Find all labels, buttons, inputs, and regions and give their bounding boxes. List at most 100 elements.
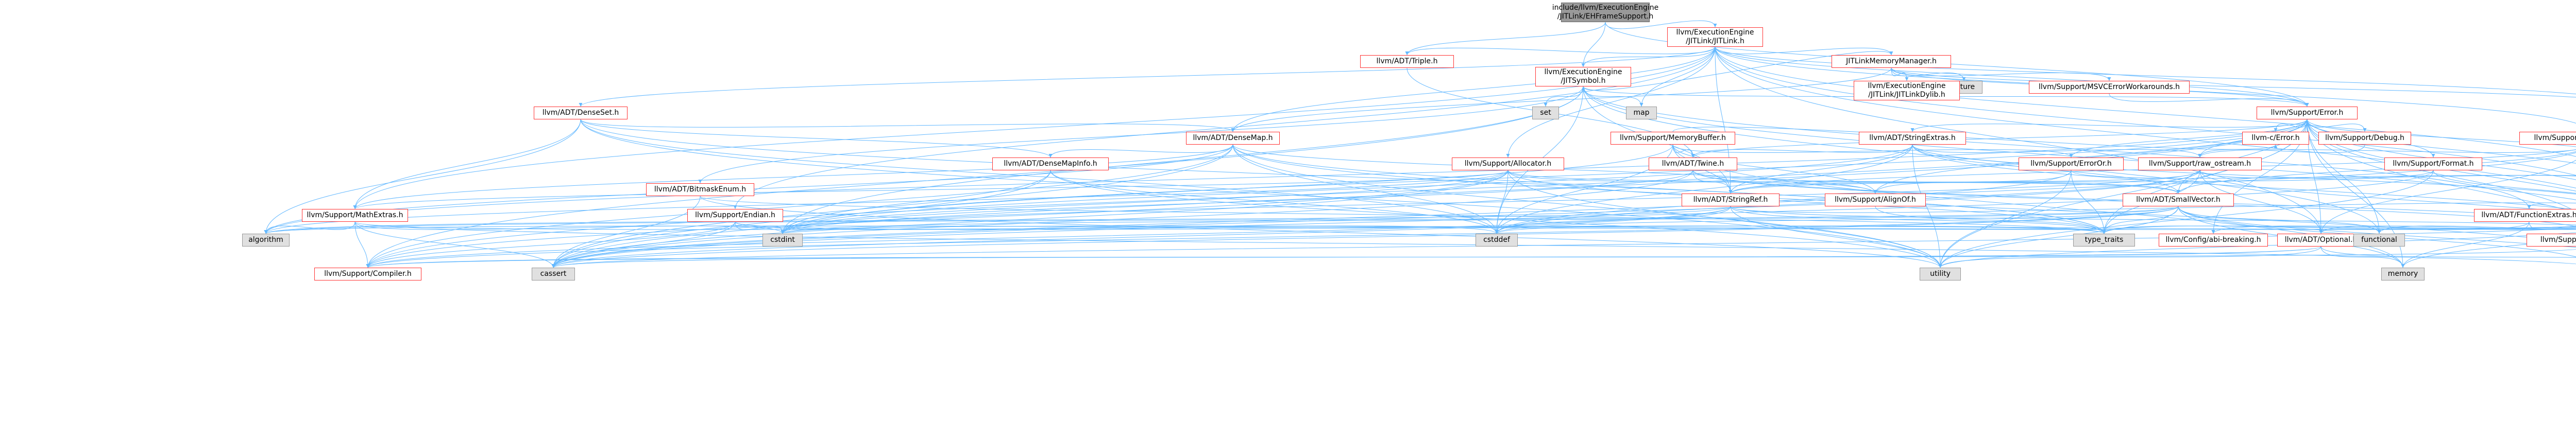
node-label: llvm/ADT/DenseSet.h: [542, 109, 619, 117]
node-label: llvm/Support/MathExtras.h: [307, 211, 403, 219]
edge-jitlink-to-allocator: [1506, 46, 1716, 158]
edge-denseset-to-densemapinfo: [580, 119, 1053, 158]
node-label: map: [1633, 109, 1650, 117]
edge-densemap-to-typetraits: [1232, 144, 2106, 234]
edge-stlextras-to-memorystd: [2401, 239, 2576, 268]
edge-stringref-to-algorithm: [264, 206, 1731, 234]
edge-stlextras-to-functional: [2377, 225, 2576, 234]
edge-densemap-to-cassert: [551, 144, 1233, 268]
node-memorybuffer[interactable]: llvm/Support/MemoryBuffer.h: [1611, 132, 1735, 145]
node-label: functional: [2361, 236, 2397, 244]
edge-jitmm-to-symbol: [1581, 51, 1892, 91]
edge-jitmm-to-memory: [1891, 67, 2576, 98]
node-jitmm[interactable]: JITLinkMemoryManager.h: [1832, 55, 1951, 68]
edge-jitlink-to-stlextras: [1715, 46, 2576, 176]
node-label: llvm/Support/Endian.h: [695, 211, 775, 219]
edge-error-to-systemerror: [2307, 119, 2576, 164]
node-denseset[interactable]: llvm/ADT/DenseSet.h: [534, 107, 628, 119]
node-label: llvm/Support/AlignOf.h: [1835, 196, 1916, 204]
node-label: cassert: [540, 270, 567, 278]
edge-stlextras-to-cstddef: [1495, 225, 2576, 234]
node-jitlinkdylib[interactable]: llvm/ExecutionEngine/JITLink/JITLinkDyli…: [1854, 81, 1960, 100]
node-jitlink[interactable]: llvm/ExecutionEngine/JITLink/JITLink.h: [1667, 27, 1763, 47]
node-compiler[interactable]: llvm/Support/Compiler.h: [314, 268, 421, 280]
node-smallvector[interactable]: llvm/ADT/SmallVector.h: [2123, 194, 2234, 206]
edge-allocator-to-smallvector: [1507, 170, 2180, 194]
node-label: memory: [2387, 270, 2418, 278]
node-functional: functional: [2353, 234, 2405, 247]
edge-smallvector-to-new: [2178, 206, 2576, 248]
edge-jitlink-to-symbol: [1581, 46, 1716, 67]
node-formatvariadic[interactable]: llvm/Support/FormatVariadic.h: [2519, 132, 2576, 145]
edge-stringextras-to-utility: [1912, 144, 1942, 268]
node-label: llvm/Support/Allocator.h: [1464, 160, 1552, 168]
node-functionextras[interactable]: llvm/ADT/FunctionExtras.h: [2474, 209, 2576, 222]
edge-jitlink-to-systemerror: [1715, 46, 2576, 157]
edge-optional-to-memorystd: [2320, 246, 2405, 268]
edge-formatvariadic-to-smallvector: [2176, 151, 2576, 194]
node-label: JITLinkMemoryManager.h: [1846, 57, 1937, 65]
node-triple[interactable]: llvm/ADT/Triple.h: [1360, 55, 1454, 68]
node-map: map: [1626, 107, 1657, 119]
node-cerror[interactable]: llvm-c/Error.h: [2242, 132, 2309, 145]
edge-smallvector-to-utility: [1938, 206, 2179, 268]
edge-smallvector-to-cstdint: [781, 206, 2179, 234]
node-rawostream[interactable]: llvm/Support/raw_ostream.h: [2138, 157, 2262, 170]
edge-formatvariadic-to-rawostream: [2198, 149, 2576, 158]
edge-allocator-to-typetraits: [1507, 170, 2106, 234]
node-stringextras[interactable]: llvm/ADT/StringExtras.h: [1859, 132, 1966, 145]
node-label: llvm/Config/abi-breaking.h: [2165, 236, 2261, 244]
node-optional[interactable]: llvm/ADT/Optional.h: [2277, 234, 2365, 247]
edge-smallvector-to-functional: [2178, 206, 2381, 234]
node-errorstr[interactable]: llvm/Support/ErrorOr.h: [2019, 157, 2124, 170]
edge-denseset-to-mathextras: [353, 119, 581, 209]
node-endian[interactable]: llvm/Support/Endian.h: [687, 209, 783, 222]
node-densemap[interactable]: llvm/ADT/DenseMap.h: [1186, 132, 1280, 145]
edge-rawostream-to-cstdint: [781, 170, 2200, 234]
edge-rawostream-to-systemerror: [2199, 170, 2576, 179]
node-label: /JITLink/JITLinkDylib.h: [1868, 91, 1945, 99]
edge-twine-to-cstdint: [781, 170, 1693, 234]
node-errorhandling[interactable]: llvm/Support/ErrorHandling.h: [2527, 234, 2576, 247]
edge-errorstr-to-typetraits: [2071, 170, 2106, 234]
edge-stringref-to-compiler: [366, 206, 1731, 268]
edge-mathextras-to-algorithm: [264, 221, 355, 234]
node-label: algorithm: [248, 236, 283, 244]
node-bitmaskenum[interactable]: llvm/ADT/BitmaskEnum.h: [646, 183, 754, 196]
node-densemapinfo[interactable]: llvm/ADT/DenseMapInfo.h: [992, 157, 1109, 170]
node-label: type_traits: [2084, 236, 2124, 244]
edge-root-to-triple: [1405, 22, 1606, 56]
edge-jitlink-to-optional: [1715, 46, 2323, 234]
node-alignof[interactable]: llvm/Support/AlignOf.h: [1825, 194, 1926, 206]
edge-smallvector-to-algorithm: [264, 206, 2179, 234]
edge-allocator-to-alignof: [1507, 170, 1877, 194]
node-label: set: [1540, 109, 1551, 117]
node-stringref[interactable]: llvm/ADT/StringRef.h: [1682, 194, 1780, 206]
node-format[interactable]: llvm/Support/Format.h: [2384, 157, 2482, 170]
edge-jitlink-to-map: [1639, 46, 1716, 107]
node-debug[interactable]: llvm/Support/Debug.h: [2318, 132, 2411, 145]
node-label: /JITLink/EHFrameSupport.h: [1557, 12, 1654, 21]
node-label: include/llvm/ExecutionEngine: [1552, 4, 1659, 12]
node-twine[interactable]: llvm/ADT/Twine.h: [1649, 157, 1737, 170]
node-utility: utility: [1920, 268, 1961, 280]
node-mathextras[interactable]: llvm/Support/MathExtras.h: [302, 209, 408, 222]
node-label: llvm/ExecutionEngine: [1676, 28, 1754, 37]
edge-error-to-functional: [2307, 119, 2381, 234]
edge-errorstr-to-cassert: [551, 170, 2072, 268]
node-memorystd: memory: [2381, 268, 2425, 280]
edge-rawostream-to-stringref: [1728, 170, 2200, 194]
node-allocator[interactable]: llvm/Support/Allocator.h: [1452, 157, 1564, 170]
node-symbol[interactable]: llvm/ExecutionEngine/JITSymbol.h: [1535, 67, 1631, 86]
node-label: llvm/ADT/StringRef.h: [1693, 196, 1768, 204]
edge-memorybuffer-to-cstdint: [781, 144, 1673, 234]
node-msvcerr[interactable]: llvm/Support/MSVCErrorWorkarounds.h: [2029, 81, 2190, 94]
edge-stringextras-to-twine: [1691, 144, 1913, 158]
node-configbreaking[interactable]: llvm/Config/abi-breaking.h: [2159, 234, 2268, 247]
node-root[interactable]: include/llvm/ExecutionEngine/JITLink/EHF…: [1552, 3, 1658, 22]
edge-bitmaskenum-to-cassert: [551, 196, 701, 268]
node-error[interactable]: llvm/Support/Error.h: [2257, 107, 2358, 119]
node-label: llvm-c/Error.h: [2251, 134, 2300, 142]
node-label: llvm/ADT/BitmaskEnum.h: [654, 185, 747, 194]
node-label: llvm/Support/Error.h: [2270, 109, 2344, 117]
